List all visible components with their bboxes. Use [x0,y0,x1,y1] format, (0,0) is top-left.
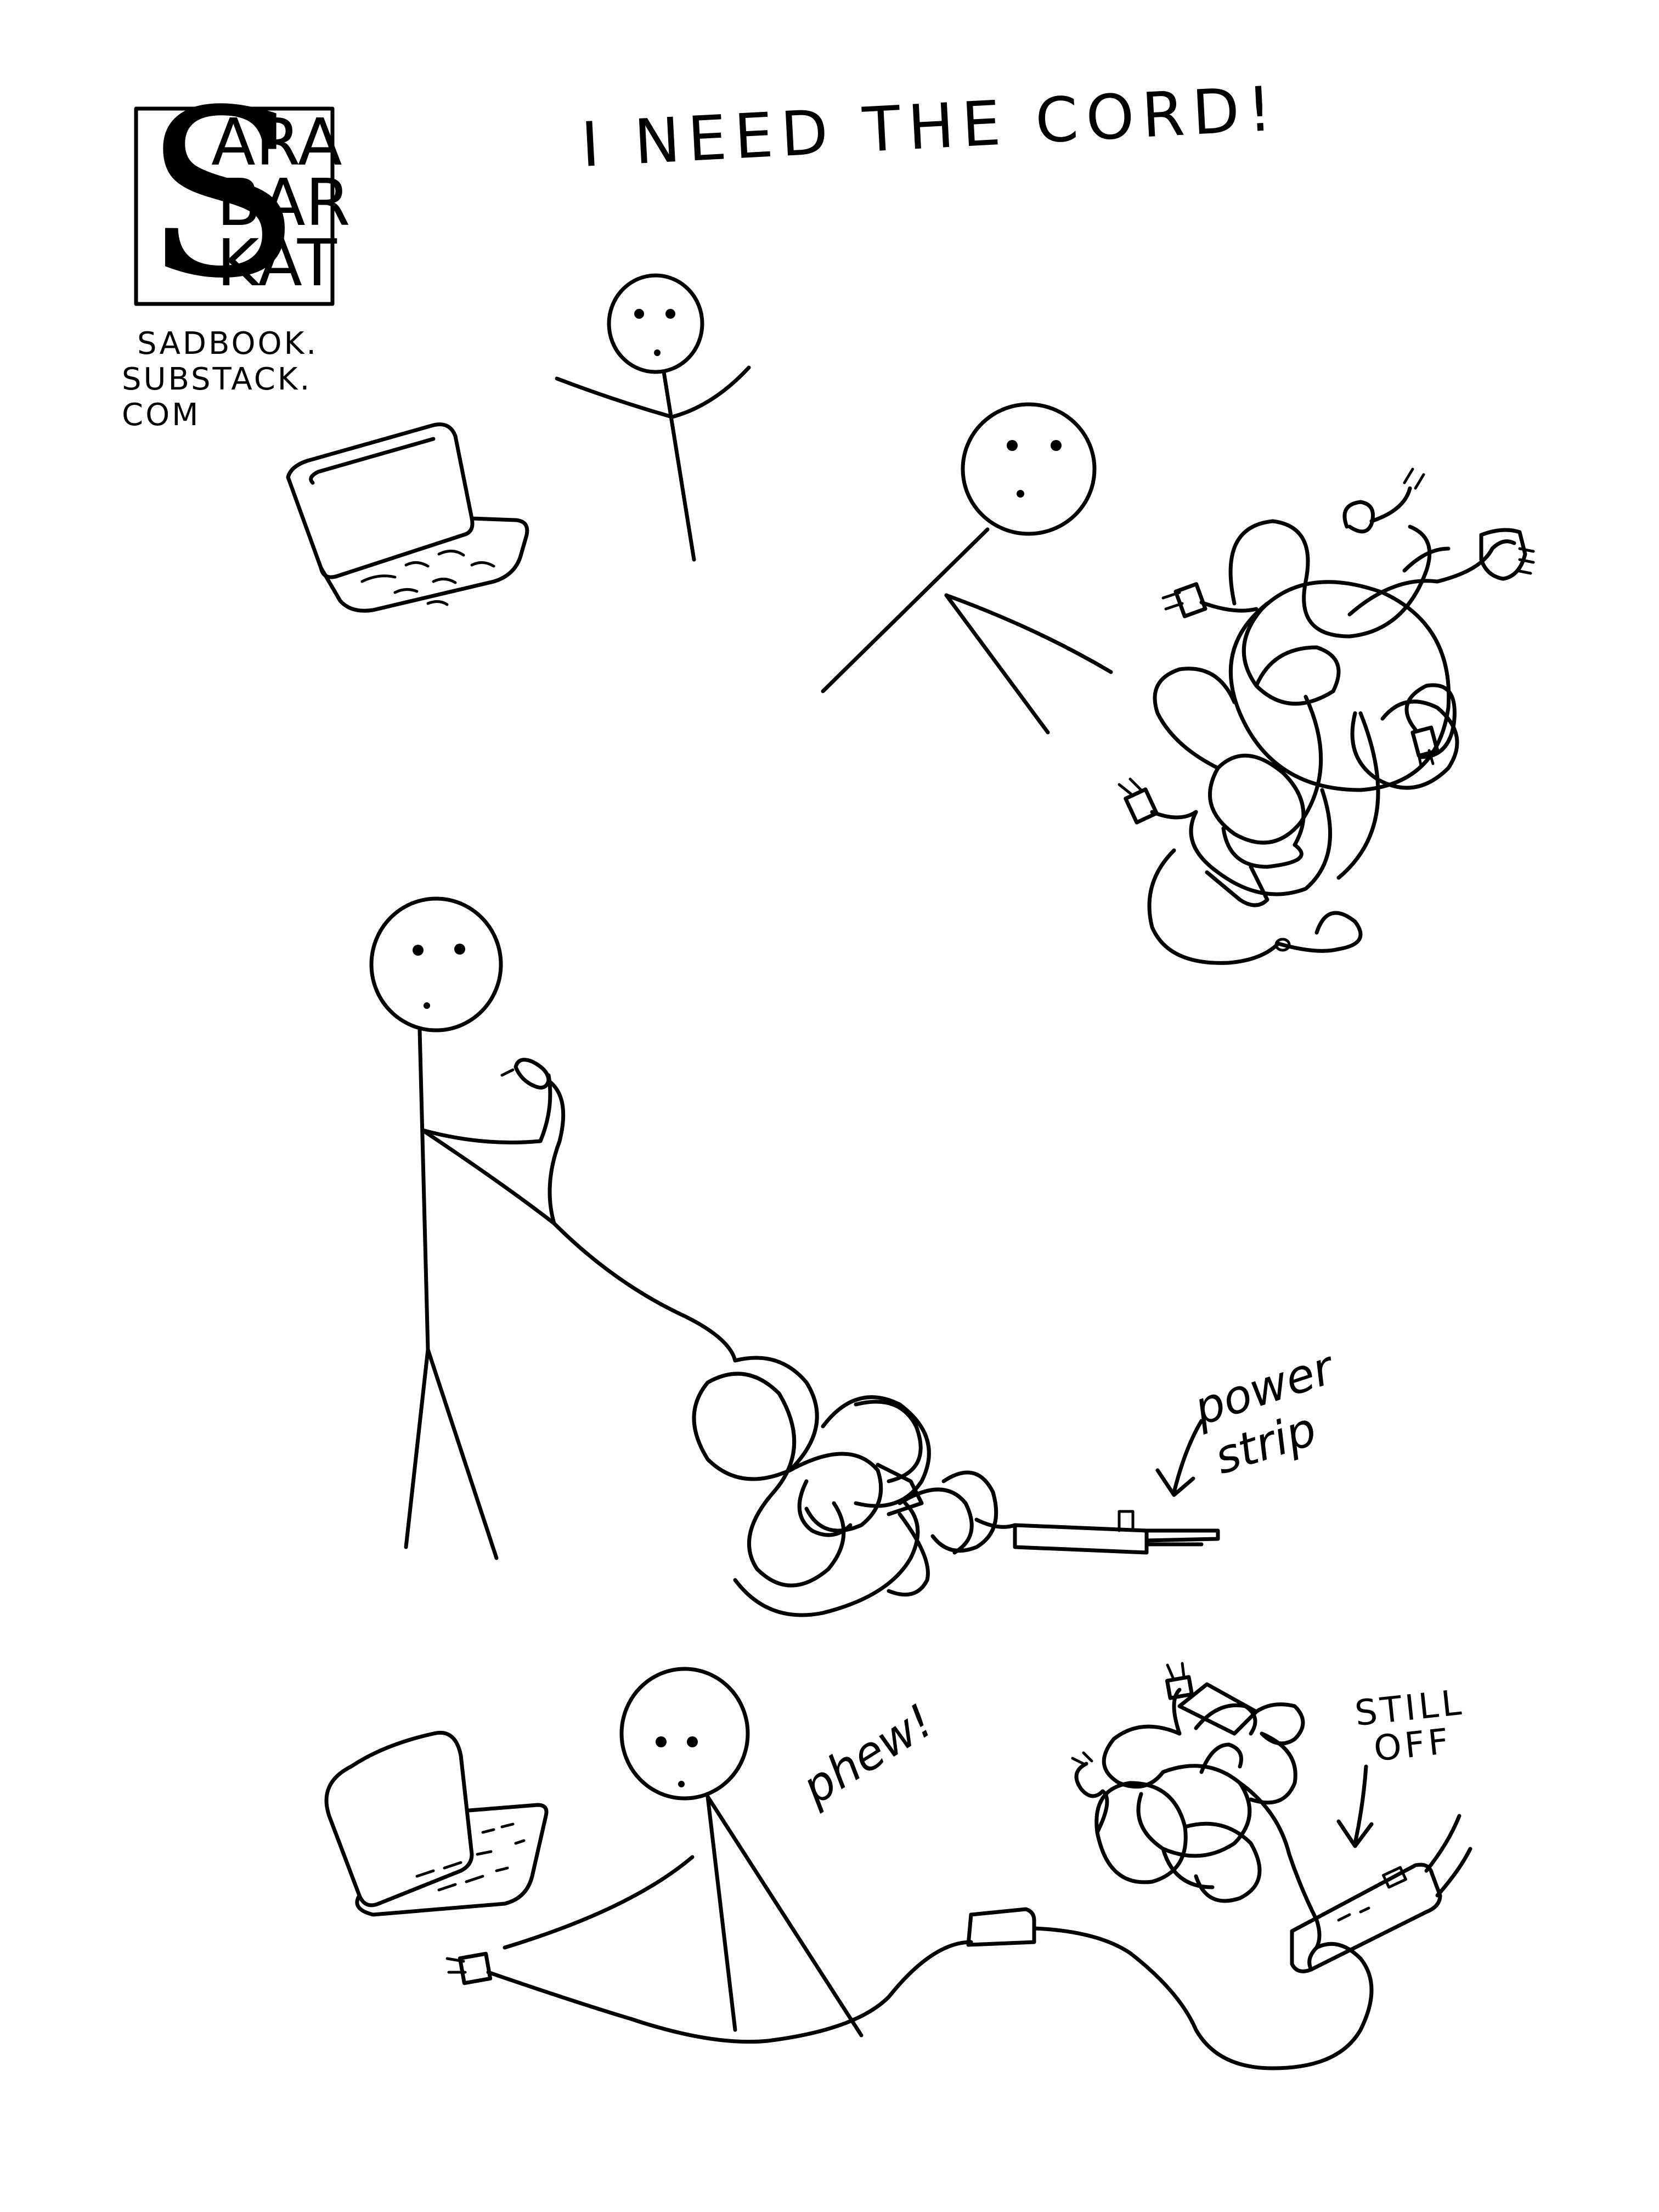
stick-figure-1 [555,273,751,562]
tangled-cord-1 [1118,467,1535,965]
arrow-icon [1155,1419,1204,1497]
stick-figure-4 [503,1667,864,2038]
stick-figure-2 [821,402,1113,735]
arrow-icon-2 [1336,1764,1374,1848]
logo-line-1: ARA [211,104,342,180]
label-phew: phew! [792,1694,943,1815]
url-line-3: COM [122,397,201,433]
cord-plugged [445,1907,1374,2070]
comic-title: I NEED THE CORD! [579,73,1281,181]
tangled-cord-2 [552,1221,1220,1617]
url-line-2: SUBSTACK. [122,362,312,397]
logo-line-3: KAT [217,225,337,301]
tangled-cord-3 [1071,1662,1322,1950]
logo-line-2: BAR [217,165,351,240]
label-off: OFF [1372,1721,1454,1769]
power-strip-icon [1290,1814,1472,1973]
stick-figure-3 [369,896,566,1560]
laptop-icon [286,422,529,613]
laptop-icon-2 [324,1730,549,1917]
artist-logo: S ARA BAR KAT [134,61,351,329]
url-line-1: SADBOOK. [137,326,318,362]
logo-big-s: S [144,61,302,329]
